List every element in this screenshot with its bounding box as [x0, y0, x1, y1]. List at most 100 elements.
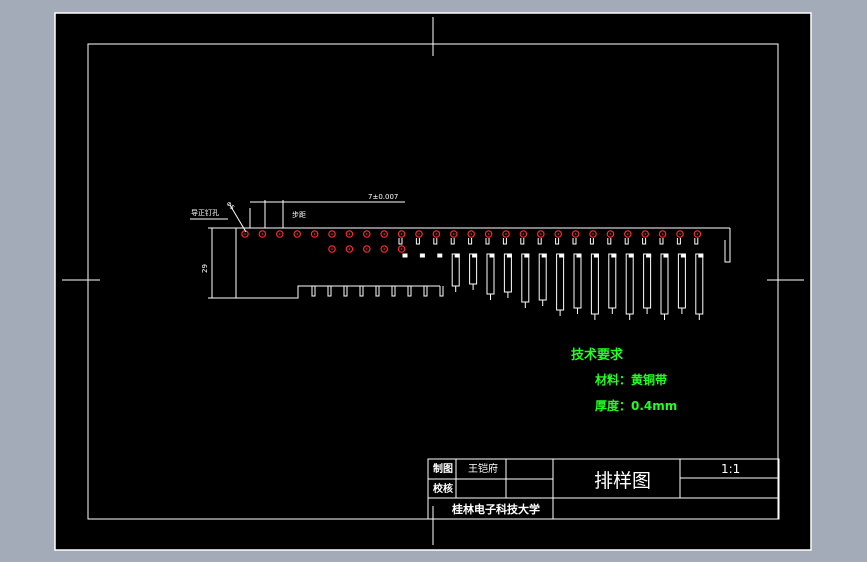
pilot-hole: [502, 230, 510, 238]
tech-req-material: 材料：黄铜带: [594, 372, 667, 387]
pin-mark: [663, 253, 669, 258]
pilot-hole: [328, 230, 336, 238]
pilot-hole-center: [331, 233, 333, 235]
pin-slot: [659, 238, 664, 245]
strip-tooth: [311, 286, 316, 297]
pilot-hole-center: [644, 233, 646, 235]
pilot-hole-center: [244, 233, 246, 235]
pin-mark: [698, 253, 704, 258]
hole-row2-center: [400, 248, 403, 250]
pin-mark: [680, 253, 686, 258]
drafter-name: 王铠府: [468, 462, 498, 475]
hole-dia-dim: Φ5: [225, 200, 236, 211]
strip-right-edge: [724, 228, 731, 263]
pilot-hole: [449, 230, 458, 238]
hole-row2: [397, 245, 406, 253]
pin-slot: [607, 238, 612, 245]
pilot-hole-center: [435, 233, 438, 235]
strip-tooth: [375, 286, 380, 297]
pin-slot: [694, 238, 699, 245]
pin-slot: [624, 238, 629, 245]
pilot-hole-center: [400, 233, 403, 235]
pilot-hole: [258, 230, 267, 238]
pin-mark: [506, 253, 512, 258]
pilot-hole-center: [418, 233, 420, 235]
pilot-hole: [397, 230, 406, 238]
pilot-hole-center: [627, 233, 629, 235]
pilot-hole-center: [453, 233, 455, 235]
pin-mark: [419, 253, 425, 258]
pin-slot: [433, 238, 438, 245]
pin-slot: [415, 238, 420, 245]
strip-layout: [235, 227, 731, 320]
university-name: 桂林电子科技大学: [451, 502, 540, 516]
pilot-hole: [623, 230, 632, 238]
height-dim: 29: [201, 264, 209, 273]
checker-label: 校核: [433, 482, 453, 495]
hole-row2: [328, 245, 336, 253]
pilot-hole: [519, 230, 528, 238]
pilot-hole: [589, 230, 597, 238]
pin-slot: [537, 238, 542, 245]
pin-slot: [485, 238, 490, 245]
pin-slot: [398, 238, 403, 245]
drawing-title: 排样图: [594, 470, 651, 492]
pilot-hole-center: [679, 233, 681, 235]
pilot-hole: [658, 230, 667, 238]
pin-mark: [559, 253, 565, 258]
pin-mark: [593, 253, 599, 258]
pin-mark: [524, 253, 530, 258]
pilot-hole-center: [383, 233, 386, 235]
pin-slot: [555, 238, 560, 245]
pin-slot: [589, 238, 594, 245]
pilot-hole: [432, 230, 441, 238]
pilot-hole-center: [505, 233, 507, 235]
pilot-hole-center: [609, 233, 612, 235]
strip-pins: [398, 238, 704, 320]
pilot-hole: [293, 230, 302, 238]
pilot-hole: [275, 230, 284, 238]
drawing-scale: 1:1: [721, 462, 740, 476]
hole-row2-center: [366, 248, 368, 250]
pilot-hole-center: [661, 233, 664, 235]
dimensions: [190, 200, 405, 299]
pilot-hole: [467, 230, 476, 238]
pin-mark: [437, 253, 443, 258]
pilot-hole-center: [592, 233, 594, 235]
pilot-hole-label: 导正钉孔: [191, 208, 219, 217]
pilot-hole: [415, 230, 423, 238]
hole-row2-center: [383, 248, 386, 250]
strip-tooth: [423, 286, 428, 297]
drafter-label: 制图: [433, 462, 453, 475]
pin-slot: [572, 238, 577, 245]
strip-tooth: [327, 286, 332, 297]
pin-mark: [576, 253, 582, 258]
pilot-hole-center: [522, 233, 525, 235]
tech-req-title: 技术要求: [571, 347, 624, 363]
pilot-hole-center: [261, 233, 264, 235]
pilot-hole: [641, 230, 650, 238]
pin-mark: [489, 253, 495, 258]
pin-slot: [642, 238, 647, 245]
pilot-hole: [606, 230, 615, 238]
hole-row2: [380, 245, 389, 253]
pin-mark: [646, 253, 652, 258]
pilot-hole: [380, 230, 389, 238]
pilot-hole-center: [487, 233, 490, 235]
hole-row2: [362, 245, 371, 253]
pin-slot: [450, 238, 455, 245]
pilot-hole-center: [313, 233, 316, 235]
pilot-hole-center: [557, 233, 559, 235]
pin-mark: [472, 253, 478, 258]
strip-tooth: [343, 286, 348, 297]
strip-teeth: [311, 286, 444, 297]
pilot-hole-center: [470, 233, 473, 235]
pilot-hole: [536, 230, 545, 238]
pilot-hole: [693, 230, 702, 238]
pilot-hole-center: [296, 233, 299, 235]
pin-slot: [502, 238, 507, 245]
pin-mark: [402, 253, 408, 258]
pilot-hole: [571, 230, 580, 238]
centering-marks: [62, 17, 804, 545]
